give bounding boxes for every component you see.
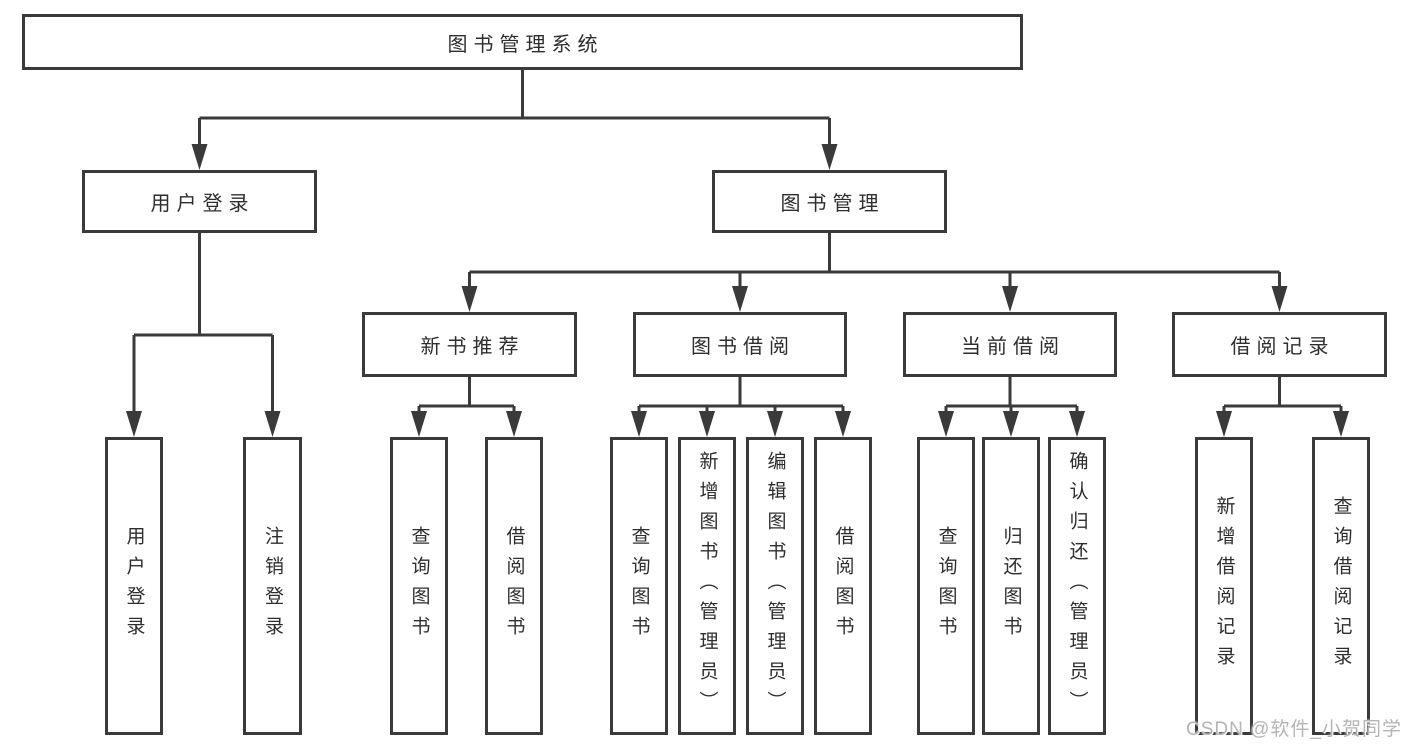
arrowhead xyxy=(732,286,748,312)
node-current-borrow: 当前借阅 xyxy=(903,312,1117,377)
arrowhead xyxy=(1069,411,1085,437)
node-label: 当前借阅 xyxy=(961,336,1065,358)
node-book-mgmt: 图书管理 xyxy=(712,170,947,233)
node-label: 新书推荐 xyxy=(420,336,525,358)
connector-group-user-login xyxy=(126,233,281,437)
node-label: 注销登录 xyxy=(262,526,283,646)
node-label: 查询图书 xyxy=(628,526,650,646)
connector-group-borrow-records xyxy=(1216,377,1349,437)
node-leaf-logout: 注销登录 xyxy=(243,437,302,735)
node-leaf-edit-book: 编辑图书（管理员） xyxy=(746,437,804,735)
node-label: 查询借阅记录 xyxy=(1330,496,1352,676)
connector-group-current-borrow xyxy=(938,377,1085,437)
node-label: 用户登录 xyxy=(123,526,145,646)
arrowhead xyxy=(631,411,647,437)
node-leaf-user-login: 用户登录 xyxy=(105,437,163,735)
node-leaf-add-book: 新增图书（管理员） xyxy=(678,437,736,735)
arrowhead xyxy=(411,411,427,437)
arrowhead xyxy=(835,411,851,437)
node-leaf-query-book-2: 查询图书 xyxy=(610,437,668,735)
node-leaf-query-book-1: 查询图书 xyxy=(390,437,448,735)
node-user-login: 用户登录 xyxy=(82,170,317,233)
connector-group-root xyxy=(191,70,838,170)
node-label: 图书管理系统 xyxy=(447,33,604,56)
node-label: 确认归还（管理员） xyxy=(1066,451,1088,721)
arrowhead xyxy=(767,411,783,437)
arrowhead xyxy=(1333,411,1349,437)
node-label: 借阅图书 xyxy=(832,526,854,646)
node-leaf-query-book-3: 查询图书 xyxy=(917,437,975,735)
node-label: 查询图书 xyxy=(408,526,430,646)
connector-group-book-mgmt xyxy=(461,233,1288,312)
arrowhead xyxy=(1271,286,1288,312)
node-label: 图书借阅 xyxy=(691,336,795,358)
node-leaf-add-borrow-record: 新增借阅记录 xyxy=(1195,437,1253,735)
node-leaf-confirm-return: 确认归还（管理员） xyxy=(1048,437,1106,735)
node-borrow-records: 借阅记录 xyxy=(1172,312,1387,377)
node-label: 新增图书（管理员） xyxy=(696,451,718,721)
arrowhead xyxy=(1002,286,1018,312)
node-leaf-return-book: 归还图书 xyxy=(982,437,1040,735)
node-label: 用户登录 xyxy=(150,193,255,215)
node-root: 图书管理系统 xyxy=(22,14,1023,70)
arrowhead xyxy=(264,411,281,437)
arrowhead xyxy=(1216,411,1232,437)
arrowhead xyxy=(821,144,838,170)
node-label: 归还图书 xyxy=(1000,526,1022,646)
node-label: 查询图书 xyxy=(935,526,957,646)
node-label: 借阅图书 xyxy=(503,526,525,646)
connector-group-book-borrow xyxy=(631,377,851,437)
node-label: 新增借阅记录 xyxy=(1213,496,1235,676)
arrowhead xyxy=(938,411,954,437)
arrowhead xyxy=(461,286,478,312)
connector-group-new-book-rec xyxy=(411,377,522,437)
node-book-borrow: 图书借阅 xyxy=(633,312,847,377)
node-leaf-query-borrow-record: 查询借阅记录 xyxy=(1312,437,1370,735)
node-leaf-borrow-book-1: 借阅图书 xyxy=(485,437,543,735)
arrowhead xyxy=(191,144,208,170)
node-new-book-rec: 新书推荐 xyxy=(362,312,577,377)
node-label: 借阅记录 xyxy=(1230,336,1335,358)
arrowhead xyxy=(699,411,715,437)
node-leaf-borrow-book-2: 借阅图书 xyxy=(814,437,872,735)
node-label: 编辑图书（管理员） xyxy=(764,451,786,721)
arrowhead xyxy=(506,411,522,437)
arrowhead xyxy=(1003,411,1019,437)
watermark-csdn: CSDN @软件_小贺同学 xyxy=(1186,719,1402,740)
node-label: 图书管理 xyxy=(780,193,885,215)
arrowhead xyxy=(126,411,142,437)
